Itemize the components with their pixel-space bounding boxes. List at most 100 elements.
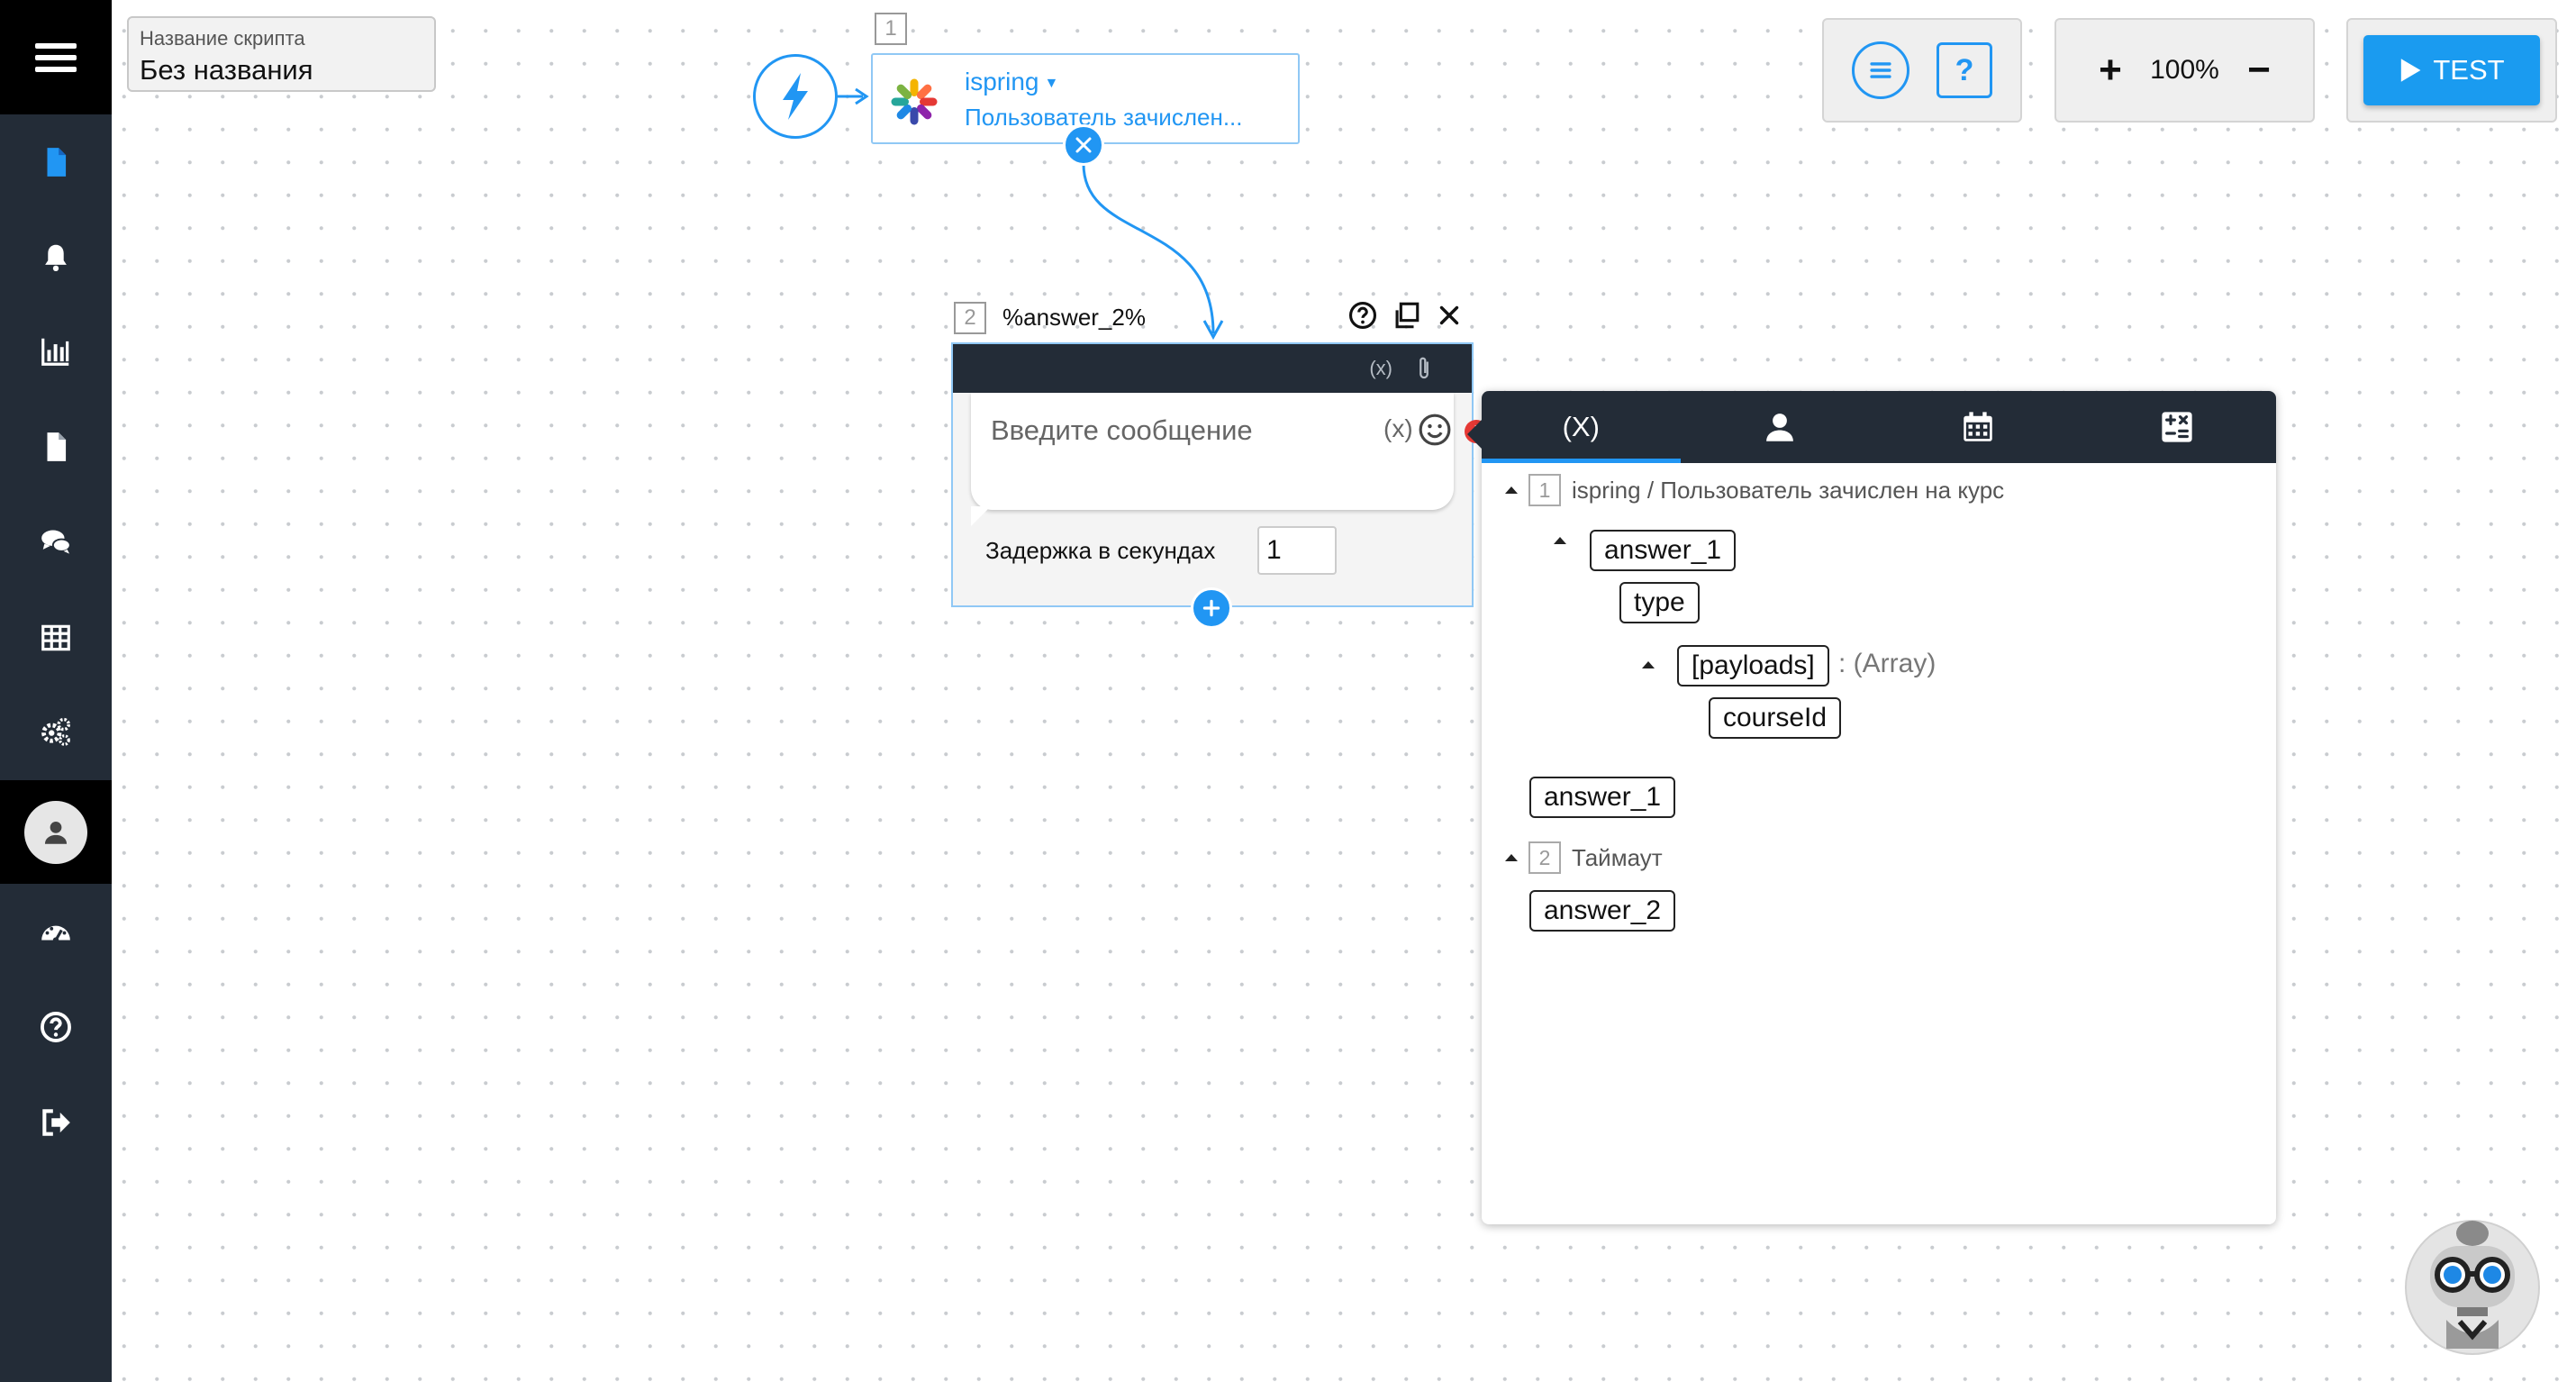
node2-header: 2 %answer_2%	[951, 300, 1465, 336]
robot-assistant-icon[interactable]	[2403, 1210, 2542, 1359]
group-2-number: 2	[1528, 841, 1561, 874]
node-message: (x) Введите сообщение (x) ! Задержка в с…	[951, 342, 1488, 607]
script-name-label: Название скрипта	[140, 27, 305, 50]
variables-tabs: (X)	[1482, 391, 2276, 463]
node2-actions	[1347, 300, 1465, 331]
payloads-row	[1642, 661, 1655, 668]
node1-app[interactable]: ispring ▼	[965, 68, 1058, 96]
help-icon	[41, 1012, 71, 1042]
menu-button[interactable]	[0, 0, 112, 114]
add-step-button[interactable]	[1191, 587, 1232, 629]
payloads-type: : (Array)	[1838, 649, 1937, 678]
var-payloads[interactable]: [payloads]	[1677, 645, 1829, 686]
script-name-field[interactable]: Название скрипта Без названия	[127, 16, 436, 92]
script-name-value[interactable]: Без названия	[140, 54, 313, 86]
gears-icon	[41, 717, 70, 746]
sidebar-item-logout[interactable]	[0, 1096, 112, 1150]
bell-icon	[45, 244, 67, 272]
node2-number: 2	[954, 302, 986, 334]
node1-number: 1	[875, 13, 907, 45]
group-2-header[interactable]: 2 Таймаут	[1505, 841, 1663, 874]
caret-down-icon: ▼	[1044, 75, 1059, 91]
logout-icon	[42, 1109, 70, 1136]
zoom-out-button[interactable]: −	[2247, 48, 2271, 92]
message-input[interactable]: Введите сообщение (x) !	[971, 393, 1488, 510]
sidebar-item-notifications[interactable]	[0, 231, 112, 285]
tab-calculator[interactable]	[2078, 391, 2277, 463]
avatar	[24, 800, 87, 864]
node1-event: Пользователь зачислен...	[965, 104, 1243, 131]
popup-arrow	[1467, 418, 1483, 450]
help-button[interactable]: ?	[1937, 42, 1992, 98]
tab-variables[interactable]: (X)	[1482, 391, 1681, 463]
collapse-icon[interactable]	[1554, 537, 1566, 544]
variable-insert-button[interactable]: (x)	[1369, 357, 1392, 379]
question-circle-icon[interactable]	[1347, 300, 1378, 331]
view-controls: ?	[1822, 18, 2022, 123]
user-icon	[1765, 414, 1793, 441]
var-type[interactable]: type	[1619, 582, 1700, 623]
chat-icon	[41, 530, 71, 554]
sidebar-item-settings[interactable]	[0, 705, 112, 759]
message-placeholder: Введите сообщение	[991, 414, 1253, 446]
sidebar-item-files[interactable]	[0, 420, 112, 474]
sidebar-item-dashboard[interactable]	[0, 905, 112, 959]
lightning-icon	[783, 73, 808, 120]
delay-input[interactable]	[1257, 526, 1337, 575]
test-button-label: TEST	[2433, 54, 2505, 86]
collapse-icon	[1505, 854, 1518, 861]
zoom-level: 100%	[2150, 55, 2219, 85]
zoom-in-button[interactable]: +	[2099, 48, 2122, 92]
message-toolbar: (x)	[953, 344, 1472, 393]
file-icon	[47, 432, 67, 461]
sidebar-item-profile[interactable]	[0, 780, 112, 884]
node2-title: %answer_2%	[1002, 304, 1146, 331]
sidebar-item-scripts[interactable]	[0, 135, 112, 189]
close-icon	[1075, 137, 1092, 153]
node1-app-name: ispring	[965, 68, 1039, 95]
disconnect-button[interactable]	[1063, 124, 1104, 166]
answer-1-row	[1554, 537, 1566, 544]
group-2-title: Таймаут	[1572, 843, 1663, 871]
group-1-header[interactable]: 1 ispring / Пользователь зачислен на кур…	[1505, 474, 2004, 506]
bar-chart-icon	[41, 338, 69, 366]
dashboard-icon	[41, 925, 70, 943]
sidebar-item-help[interactable]	[0, 1000, 112, 1054]
sidebar	[0, 0, 112, 1382]
paperclip-icon[interactable]	[1414, 355, 1434, 382]
calendar-icon	[1964, 412, 1992, 441]
collapse-icon	[1505, 486, 1518, 494]
zoom-controls: + 100% −	[2054, 18, 2315, 123]
group-1-number: 1	[1528, 474, 1561, 506]
sidebar-item-analytics[interactable]	[0, 324, 112, 378]
delay-label: Задержка в секундах	[985, 537, 1216, 564]
table-icon	[41, 624, 70, 651]
var-answer-1[interactable]: answer_1	[1590, 530, 1737, 571]
tab-calendar[interactable]	[1879, 391, 2078, 463]
close-icon[interactable]	[1434, 300, 1465, 331]
calculator-icon	[2162, 412, 2192, 442]
test-controls: TEST	[2346, 18, 2557, 123]
var-course-id[interactable]: courseId	[1709, 697, 1842, 739]
var-answer-2[interactable]: answer_2	[1529, 890, 1676, 932]
user-icon	[44, 821, 68, 844]
list-view-button[interactable]	[1852, 41, 1909, 99]
message-variable-button[interactable]: (x)	[1383, 414, 1413, 442]
emoji-icon[interactable]	[1418, 413, 1452, 447]
play-icon	[2401, 59, 2421, 82]
hamburger-icon	[35, 37, 77, 78]
collapse-icon[interactable]	[1642, 661, 1655, 668]
trigger-node[interactable]	[753, 54, 838, 139]
group-1-title: ispring / Пользователь зачислен на курс	[1572, 476, 2005, 504]
menu-lines-icon	[1870, 62, 1891, 78]
test-button[interactable]: TEST	[2363, 35, 2540, 105]
sidebar-item-tables[interactable]	[0, 611, 112, 665]
var-answer-1-root[interactable]: answer_1	[1529, 777, 1676, 818]
copy-icon[interactable]	[1391, 300, 1421, 331]
variables-popup: (X) 1 ispring / Пользователь зачислен на…	[1467, 391, 2276, 1224]
tab-variables-label: (X)	[1562, 411, 1600, 442]
tab-user[interactable]	[1681, 391, 1880, 463]
plus-icon	[1202, 599, 1220, 617]
sidebar-item-chats[interactable]	[0, 515, 112, 569]
document-icon	[47, 148, 67, 177]
